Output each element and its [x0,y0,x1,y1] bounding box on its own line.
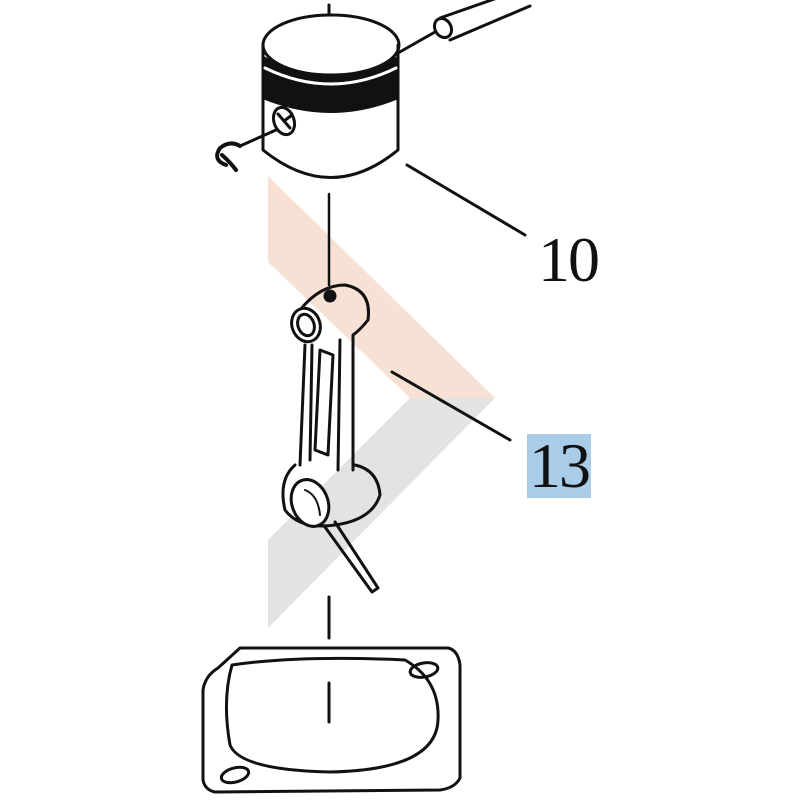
piston [215,3,401,287]
wrist-pin [396,0,532,55]
leader-line-13 [390,370,512,442]
watermark [268,176,495,628]
connecting-rod [281,283,382,594]
watermark-gray-band [268,398,495,628]
watermark-orange-band [268,176,495,398]
callout-label-10: 10 [538,224,600,295]
callout-label-13[interactable]: 13 [527,430,591,501]
gasket [201,646,462,794]
leader-line-10 [405,163,527,237]
